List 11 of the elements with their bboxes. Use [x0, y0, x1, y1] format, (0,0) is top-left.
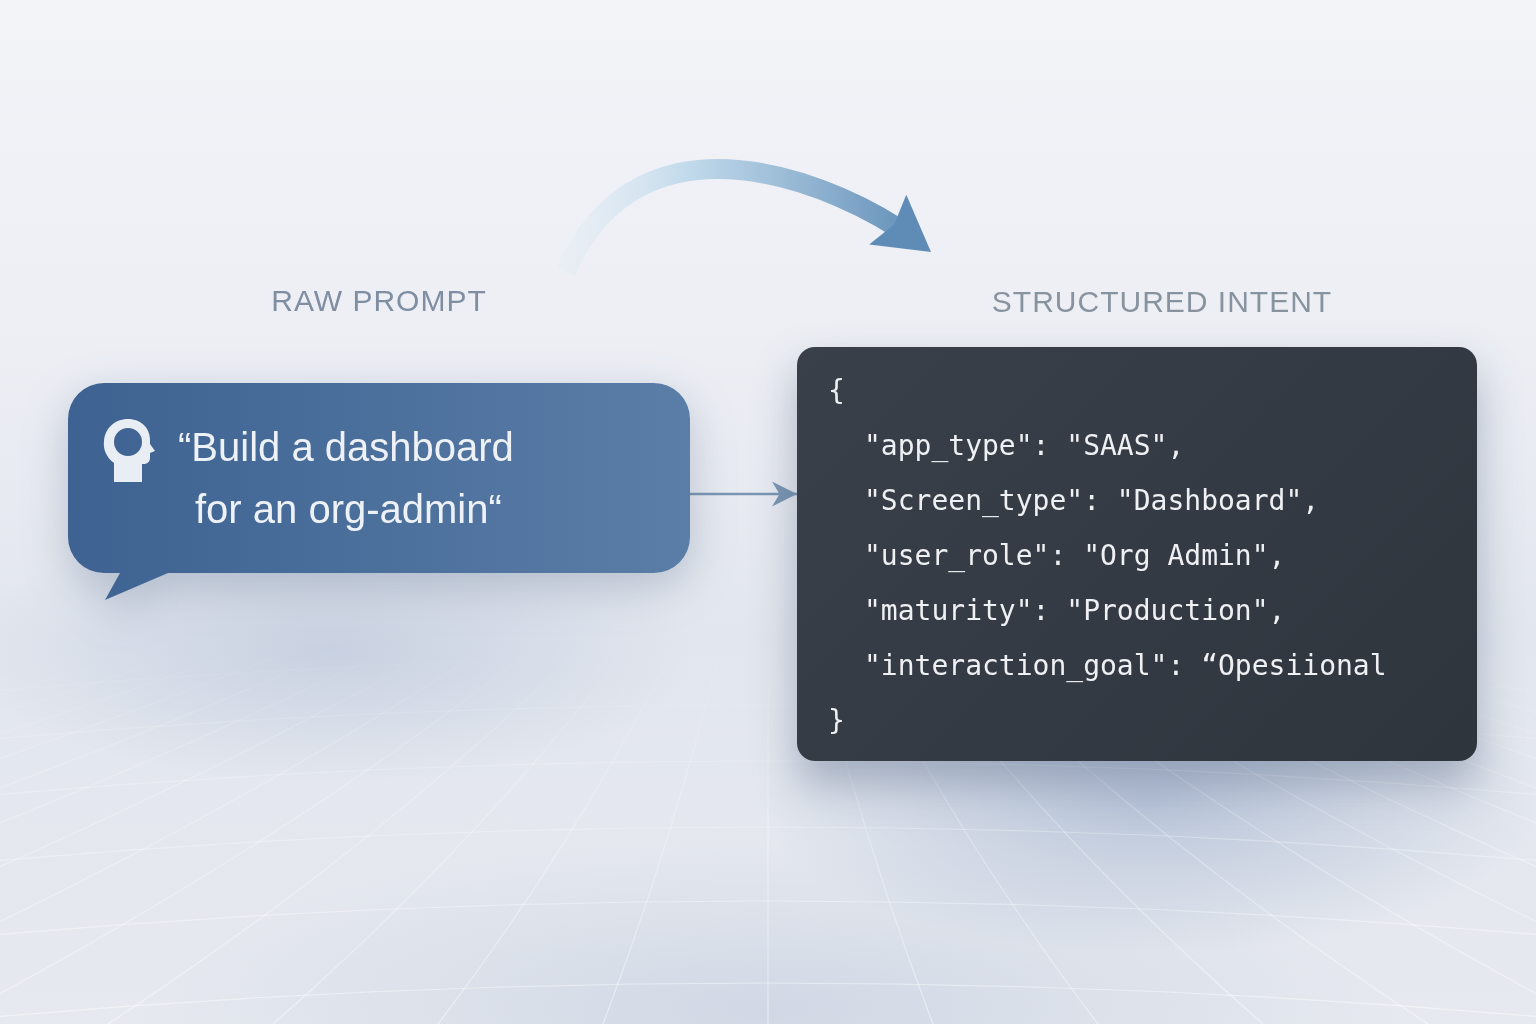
code-line: } [828, 703, 845, 739]
section-heading: RAW PROMPT [271, 283, 487, 319]
code-line: "app_type": "SAAS", [864, 428, 1185, 464]
code-line: "maturity": "Production", [864, 593, 1286, 629]
arrow [690, 481, 797, 507]
code-line: "user_role": "Org Admin", [864, 538, 1286, 574]
code-line: "Screen_type": "Dashboard", [864, 483, 1320, 519]
code-line: "interaction_goal": “Opesiional [864, 648, 1387, 684]
section-heading: STRUCTURED INTENT [991, 284, 1333, 320]
code-line: { [828, 373, 845, 409]
prompt-text: “Build a dashboard for an org-admin“ [178, 424, 515, 533]
